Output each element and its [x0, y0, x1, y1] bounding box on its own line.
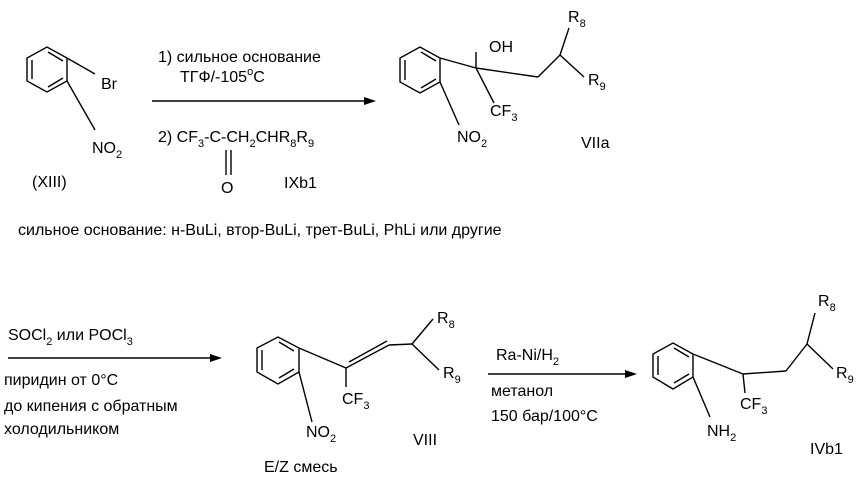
reagent-strong-base: 1) сильное основание	[158, 49, 321, 66]
ring-to-ch-bond	[693, 354, 743, 374]
trifluoromethyl-label: CF3	[342, 391, 369, 412]
condition-pyridine: пиридин от 0°C	[4, 372, 118, 389]
condition-condenser: холодильником	[4, 421, 119, 438]
carbonyl-double-bond	[226, 150, 231, 175]
ch-r8-bond	[412, 319, 433, 344]
ch2-ch-bond	[786, 344, 807, 371]
benzene-ring	[27, 47, 67, 92]
ch-r9-bond	[412, 344, 439, 370]
compound-ivb1: CF3 R8 R9 NH2 IVb1	[653, 293, 854, 458]
r9-label: R9	[836, 365, 854, 386]
reaction-arrow-3	[488, 370, 637, 378]
isomer-mixture-note: E/Z смесь	[264, 459, 338, 476]
r8-label: R8	[568, 9, 586, 30]
benzene-ring	[400, 47, 440, 93]
reagent-ketone-formula: 2) CF3-C-CH2CHR8R9	[158, 129, 314, 150]
ch-r8-bond	[807, 313, 815, 344]
compound-label-viia: VIIa	[581, 135, 610, 152]
r9-label: R9	[443, 365, 461, 386]
r9-label: R9	[588, 72, 606, 93]
r8-label: R8	[437, 310, 455, 331]
benzene-ring	[653, 343, 693, 389]
c-cf3-bond	[476, 68, 494, 103]
ch-r9-bond	[560, 55, 584, 77]
trifluoromethyl-label: CF3	[740, 396, 767, 417]
bromine-label: Br	[101, 76, 118, 93]
reagent-raney-nickel: Ra-Ni/H2	[496, 347, 559, 368]
amino-group: NH2	[707, 423, 736, 444]
nitro-group: NO2	[92, 140, 122, 161]
compound-viia: OH CF3 R8 R9 NO2 VIIa	[400, 9, 610, 152]
nitro-group: NO2	[457, 129, 487, 150]
compound-label-ivb1: IVb1	[810, 441, 843, 458]
c-no2-bond	[440, 82, 459, 125]
hydroxyl-label: OH	[489, 39, 513, 56]
reagent-chlorinating: SOCl2 или POCl3	[8, 327, 133, 348]
nitro-group: NO2	[306, 424, 336, 445]
ring-to-carbinol-bond	[440, 58, 476, 68]
condition-methanol: метанол	[491, 383, 553, 400]
r8-label: R8	[818, 293, 836, 314]
compound-label-ixb1: IXb1	[284, 175, 317, 192]
trifluoromethyl-label: CF3	[490, 103, 517, 124]
ch2-ch-bond	[538, 55, 560, 77]
compound-xiii: Br NO2 (XIII)	[27, 47, 122, 191]
c-ch2-bond	[476, 68, 538, 77]
vinyl-double-bond	[346, 341, 389, 368]
reaction-arrow-2	[8, 354, 222, 362]
vinyl-ch-bond	[389, 344, 412, 345]
benzene-ring	[257, 337, 299, 384]
ring-to-vinyl-bond	[299, 348, 346, 368]
c-no2-bond	[299, 372, 312, 422]
c-no2-bond	[67, 81, 95, 130]
ch-r9-bond	[807, 344, 833, 369]
reaction-arrow-1	[152, 97, 376, 105]
c-nh2-bond	[693, 377, 710, 417]
ch-r8-bond	[560, 28, 569, 55]
condition-reflux: до кипения с обратным	[4, 398, 178, 415]
compound-label-xiii: (XIII)	[32, 174, 67, 191]
ch-ch2-bond	[743, 371, 786, 374]
compound-label-viii: VIII	[413, 432, 437, 449]
c-cf3-bond	[743, 374, 745, 393]
strong-base-note: сильное основание: н-BuLi, втор-BuLi, тр…	[18, 222, 502, 239]
c-br-bond	[67, 58, 95, 74]
carbonyl-oxygen: O	[221, 180, 233, 197]
reagent-conditions-thf: ТГФ/-105oC	[180, 66, 265, 86]
compound-viii: CF3 R8 R9 NO2 VIII E/Z смесь	[257, 310, 461, 476]
condition-pressure-temp: 150 бар/100°C	[491, 408, 598, 425]
